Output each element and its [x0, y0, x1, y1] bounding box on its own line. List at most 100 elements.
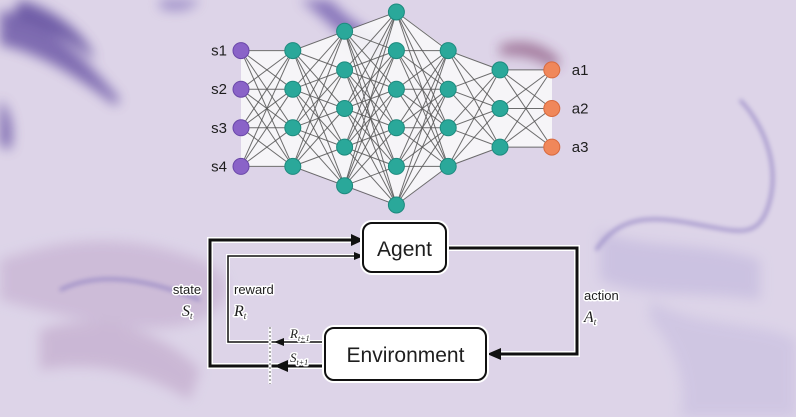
- network-nodes: [232, 3, 561, 214]
- hidden-node: [336, 61, 354, 79]
- hidden-node: [336, 177, 354, 195]
- hidden-node: [284, 42, 302, 60]
- network-edge: [344, 11, 397, 186]
- network-edge: [499, 108, 553, 148]
- network-edge: [395, 127, 449, 206]
- network-edge: [344, 11, 397, 109]
- network-edge: [344, 11, 397, 32]
- input-label: s4: [211, 158, 227, 175]
- network-edge: [292, 69, 346, 167]
- network-edge: [447, 69, 501, 167]
- network-edge: [396, 50, 449, 90]
- network-edge: [395, 50, 449, 129]
- network-edge: [447, 69, 501, 129]
- agent-box: [362, 222, 447, 273]
- network-edge: [344, 127, 397, 187]
- action-label: action: [584, 288, 619, 303]
- input-label: s2: [211, 81, 227, 98]
- reward-label: reward: [234, 282, 274, 297]
- network-edge: [396, 165, 449, 206]
- network-edge: [499, 69, 553, 148]
- network-edges: [240, 11, 553, 206]
- network-edge: [292, 146, 345, 167]
- output-label: a2: [572, 101, 589, 118]
- network-edge: [499, 69, 553, 109]
- hidden-node: [284, 157, 302, 175]
- state-label: state: [173, 282, 201, 297]
- network-edge: [292, 30, 345, 52]
- hidden-node: [491, 138, 509, 156]
- input-node: [232, 157, 250, 175]
- environment-box: [324, 327, 487, 381]
- reward-symbol: Rt: [233, 303, 247, 321]
- output-node: [543, 61, 561, 79]
- input-node: [232, 119, 250, 137]
- network-edge: [395, 88, 449, 206]
- network-edge: [240, 50, 294, 90]
- hidden-node: [387, 80, 405, 98]
- rl-loop: [207, 220, 580, 384]
- hidden-node: [387, 119, 405, 137]
- network-edge: [448, 69, 501, 90]
- network-edge: [292, 31, 346, 129]
- hidden-node: [387, 157, 405, 175]
- network-labels: s1 s2 s3 s4 a1 a2 a3: [211, 43, 588, 176]
- neural-network: s1 s2 s3 s4 a1 a2 a3: [211, 3, 588, 214]
- hidden-node: [439, 42, 457, 60]
- input-node: [232, 80, 250, 98]
- agent-label: Agent: [377, 238, 432, 261]
- next-reward-symbol: Rt+1: [289, 326, 310, 343]
- network-edge: [344, 165, 397, 187]
- state-path: [207, 234, 364, 369]
- network-edge: [240, 50, 294, 129]
- action-path: [446, 245, 580, 360]
- network-edge: [240, 127, 294, 167]
- network-edge: [292, 31, 346, 167]
- output-node: [543, 138, 561, 156]
- hidden-node: [439, 157, 457, 175]
- hidden-node: [491, 61, 509, 79]
- network-edge: [344, 11, 397, 148]
- network-edge: [240, 88, 294, 167]
- reward-arrowhead: [354, 252, 364, 260]
- state-symbol: St: [182, 303, 193, 321]
- next-state-arrowhead: [274, 360, 288, 372]
- output-label: a1: [572, 62, 589, 79]
- input-label: s1: [211, 43, 227, 60]
- hidden-node: [387, 42, 405, 60]
- hidden-node: [284, 119, 302, 137]
- input-node: [232, 42, 250, 60]
- network-edge: [344, 185, 397, 206]
- hidden-node: [439, 119, 457, 137]
- action-symbol: At: [583, 309, 597, 327]
- network-edge: [448, 50, 501, 71]
- network-edge: [396, 11, 449, 52]
- action-arrowhead: [487, 348, 501, 360]
- hidden-node: [491, 100, 509, 117]
- hidden-node: [336, 100, 354, 117]
- network-edge: [448, 146, 501, 167]
- network-edge: [395, 50, 449, 206]
- hidden-node: [439, 80, 457, 98]
- network-edge: [344, 11, 397, 71]
- network-edge: [240, 50, 294, 167]
- network-edge: [292, 165, 345, 187]
- output-label: a3: [572, 139, 589, 156]
- output-node: [543, 100, 561, 117]
- network-edge: [292, 108, 345, 167]
- network-edge: [395, 50, 449, 167]
- hidden-node: [387, 3, 405, 21]
- hidden-node: [387, 196, 405, 214]
- next-reward-arrowhead: [274, 338, 284, 346]
- network-edge: [344, 50, 397, 186]
- network-edge: [292, 30, 345, 90]
- state-arrowhead: [351, 234, 364, 246]
- input-label: s3: [211, 120, 227, 137]
- hidden-node: [284, 80, 302, 98]
- hidden-node: [336, 22, 354, 40]
- hidden-node: [336, 138, 354, 156]
- network-edge: [344, 88, 397, 186]
- network-edge: [447, 108, 501, 167]
- next-state-symbol: St+1: [290, 350, 308, 367]
